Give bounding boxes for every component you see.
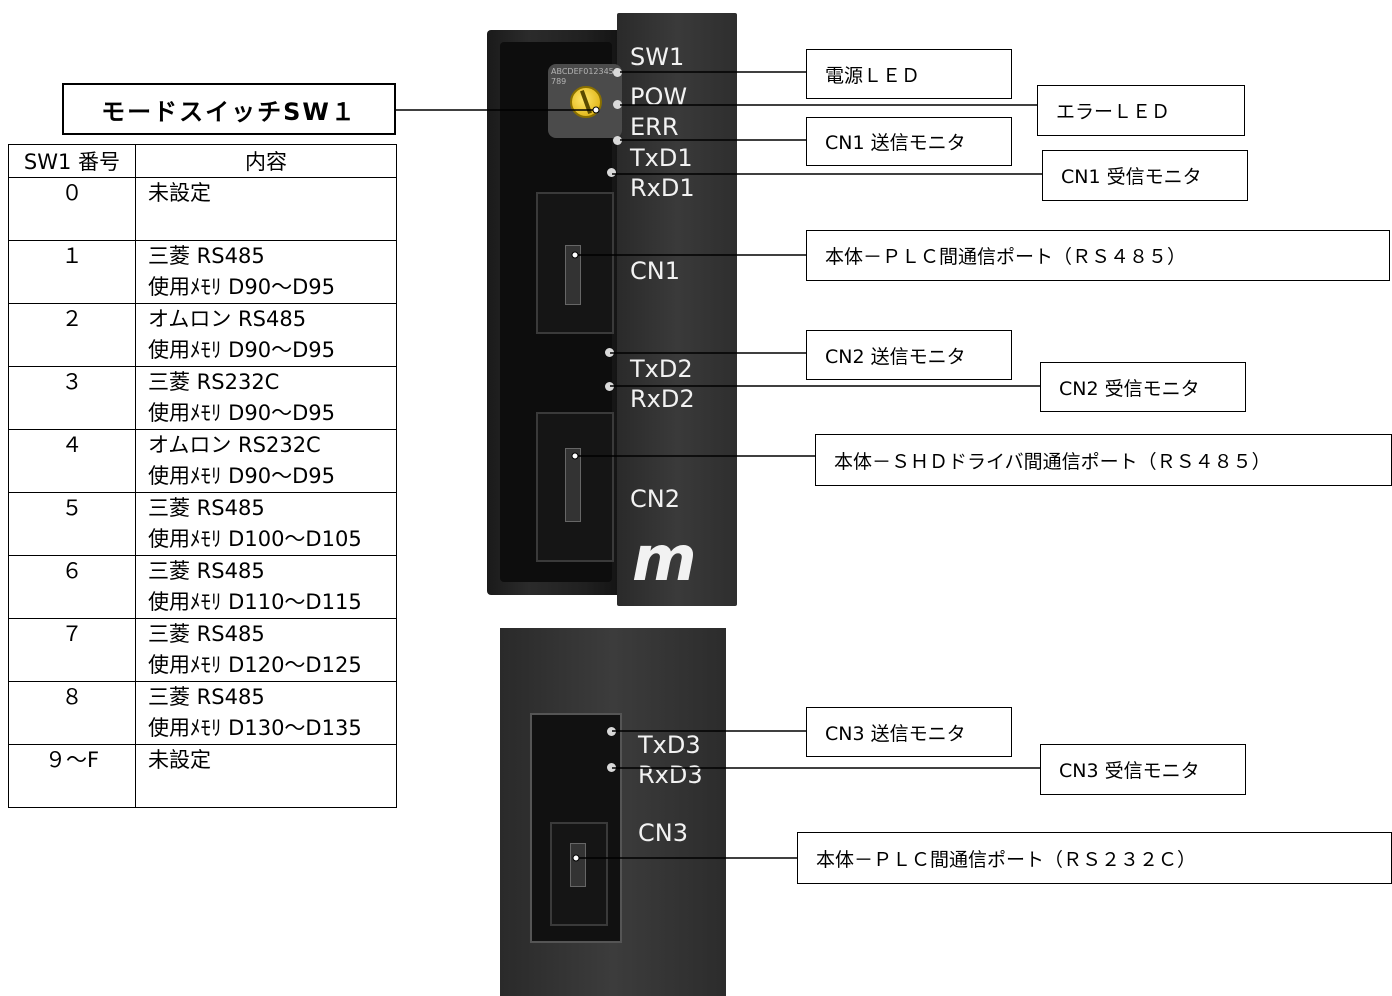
callout-cn1-tx-monitor: CN1 送信モニタ	[806, 117, 1012, 166]
header-sw1-number: SW1 番号	[8, 144, 136, 178]
row-content: 三菱 RS485 使用ﾒﾓﾘ D110～D115	[135, 555, 397, 619]
callout-error-led: エラーＬＥＤ	[1037, 85, 1245, 136]
label-cn1: CN1	[630, 257, 680, 285]
led-txd2	[605, 348, 614, 357]
table-row: ０ 未設定	[8, 177, 397, 241]
table-row: ９～F 未設定	[8, 744, 397, 808]
row-number: ０	[8, 177, 136, 241]
label-txd2: TxD2	[630, 355, 693, 383]
callout-power-led: 電源ＬＥＤ	[806, 49, 1012, 99]
row-line2: 使用ﾒﾓﾘ D90～D95	[148, 275, 335, 299]
callout-cn3-tx-monitor: CN3 送信モニタ	[806, 707, 1012, 757]
row-content: 未設定	[135, 744, 397, 808]
callout-cn1-rx-monitor: CN1 受信モニタ	[1042, 150, 1248, 201]
led-txd1	[607, 168, 616, 177]
row-number: ４	[8, 429, 136, 493]
device-upper-faceplate	[617, 13, 737, 606]
row-line2: 使用ﾒﾓﾘ D120～D125	[148, 653, 362, 677]
rotary-dial-markings: ABCDEF0123456789	[551, 67, 619, 86]
row-content: 三菱 RS485 使用ﾒﾓﾘ D130～D135	[135, 681, 397, 745]
header-content: 内容	[135, 144, 397, 178]
table-row: ７ 三菱 RS485 使用ﾒﾓﾘ D120～D125	[8, 618, 397, 682]
row-line1: 三菱 RS485	[148, 622, 265, 646]
row-number: ３	[8, 366, 136, 430]
callout-cn3-port: 本体－ＰＬＣ間通信ポート（ＲＳ２３２Ｃ）	[797, 832, 1392, 884]
row-line2: 使用ﾒﾓﾘ D130～D135	[148, 716, 362, 740]
row-number: ２	[8, 303, 136, 367]
row-line2: 使用ﾒﾓﾘ D90～D95	[148, 338, 335, 362]
callout-cn2-tx-monitor: CN2 送信モニタ	[806, 330, 1012, 380]
row-line1: 三菱 RS232C	[148, 370, 280, 394]
row-number: ９～F	[8, 744, 136, 808]
row-content: 三菱 RS232C 使用ﾒﾓﾘ D90～D95	[135, 366, 397, 430]
led-err	[613, 136, 622, 145]
callout-cn3-rx-monitor: CN3 受信モニタ	[1040, 744, 1246, 795]
connector-cn2	[536, 412, 614, 562]
leader-dot-mode-switch	[592, 106, 600, 114]
brand-logo: m	[632, 522, 697, 595]
table-row: ２ オムロン RS485 使用ﾒﾓﾘ D90～D95	[8, 303, 397, 367]
row-content: 三菱 RS485 使用ﾒﾓﾘ D100～D105	[135, 492, 397, 556]
label-cn3: CN3	[638, 819, 688, 847]
row-content: 未設定	[135, 177, 397, 241]
leader-dot-cn3-port	[572, 854, 580, 862]
row-line1: 未設定	[148, 181, 211, 205]
callout-cn2-port: 本体－ＳＨＤドライバ間通信ポート（ＲＳ４８５）	[815, 434, 1392, 486]
led-power-indicator	[613, 68, 622, 77]
table-row: ３ 三菱 RS232C 使用ﾒﾓﾘ D90～D95	[8, 366, 397, 430]
row-line2: 使用ﾒﾓﾘ D90～D95	[148, 464, 335, 488]
table-row: ４ オムロン RS232C 使用ﾒﾓﾘ D90～D95	[8, 429, 397, 493]
label-sw1: SW1	[630, 43, 685, 71]
row-line2: 使用ﾒﾓﾘ D110～D115	[148, 590, 362, 614]
row-line1: オムロン RS232C	[148, 433, 321, 457]
row-line1: 三菱 RS485	[148, 244, 265, 268]
led-pow	[613, 100, 622, 109]
led-rxd2	[605, 382, 614, 391]
row-content: 三菱 RS485 使用ﾒﾓﾘ D120～D125	[135, 618, 397, 682]
callout-cn2-rx-monitor: CN2 受信モニタ	[1040, 362, 1246, 412]
callout-cn1-port: 本体－ＰＬＣ間通信ポート（ＲＳ４８５）	[806, 230, 1390, 281]
led-rxd3	[607, 763, 616, 772]
label-rxd2: RxD2	[630, 385, 695, 413]
row-line2: 使用ﾒﾓﾘ D90～D95	[148, 401, 335, 425]
table-row: ６ 三菱 RS485 使用ﾒﾓﾘ D110～D115	[8, 555, 397, 619]
connector-cn1-pins	[565, 245, 581, 305]
row-line2: 使用ﾒﾓﾘ D100～D105	[148, 527, 362, 551]
leader-dot-cn2-port	[571, 452, 579, 460]
row-line1: オムロン RS485	[148, 307, 307, 331]
row-content: オムロン RS485 使用ﾒﾓﾘ D90～D95	[135, 303, 397, 367]
row-number: ７	[8, 618, 136, 682]
row-line1: 未設定	[148, 748, 211, 772]
row-line1: 三菱 RS485	[148, 685, 265, 709]
row-number: ６	[8, 555, 136, 619]
label-txd3: TxD3	[638, 731, 701, 759]
label-rxd3: RxD3	[638, 761, 703, 789]
row-content: オムロン RS232C 使用ﾒﾓﾘ D90～D95	[135, 429, 397, 493]
leader-dot-cn1-port	[571, 251, 579, 259]
row-line1: 三菱 RS485	[148, 559, 265, 583]
label-err: ERR	[630, 113, 679, 141]
table-header-row: SW1 番号 内容	[8, 144, 397, 178]
connector-cn2-pins	[565, 448, 581, 522]
connector-cn3-pins	[570, 843, 586, 887]
label-rxd1: RxD1	[630, 174, 695, 202]
label-txd1: TxD1	[630, 144, 693, 172]
label-cn2: CN2	[630, 485, 680, 513]
row-line1: 三菱 RS485	[148, 496, 265, 520]
row-content: 三菱 RS485 使用ﾒﾓﾘ D90～D95	[135, 240, 397, 304]
mode-switch-title: モードスイッチSW１	[62, 83, 396, 135]
led-txd3	[607, 727, 616, 736]
